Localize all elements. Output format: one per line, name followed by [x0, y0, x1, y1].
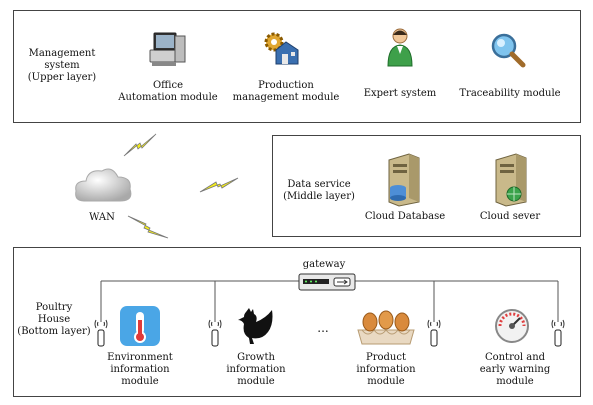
- gateway-device-icon: [298, 272, 356, 292]
- wan-label: WAN: [89, 212, 115, 223]
- middle-layer-box: [272, 135, 581, 237]
- environment-info-label: Environment information module: [107, 352, 173, 387]
- lightning-icon-upper: [122, 132, 158, 158]
- thermometer-icon: [120, 306, 160, 346]
- bottom-layer-label: Poultry House (Bottom layer): [17, 302, 91, 337]
- expert-person-icon: [385, 26, 415, 68]
- computer-icon: [148, 28, 188, 68]
- upper-layer-box: [13, 10, 581, 123]
- traceability-label: Traceability module: [459, 88, 561, 99]
- lightning-icon-middle: [198, 176, 240, 194]
- cloud-server-label: Cloud sever: [479, 211, 541, 222]
- antenna-icon: [551, 318, 565, 348]
- office-automation-label: Office Automation module: [118, 80, 218, 103]
- bottom-layer-box: [13, 247, 581, 397]
- magnifier-icon: [490, 32, 526, 68]
- gauge-icon: [494, 308, 530, 344]
- antenna-icon: [427, 318, 441, 348]
- cloud-database-label: Cloud Database: [364, 211, 446, 222]
- eggs-icon: [356, 304, 416, 346]
- lightning-icon-lower: [126, 214, 170, 240]
- chicken-icon: [236, 306, 276, 346]
- upper-layer-label: Management system (Upper layer): [27, 48, 97, 83]
- middle-layer-label: Data service (Middle layer): [283, 179, 355, 202]
- product-info-label: Product information module: [356, 352, 416, 387]
- database-server-icon: [383, 152, 423, 207]
- web-server-icon: [490, 152, 530, 207]
- gateway-label: gateway: [302, 259, 346, 270]
- antenna-icon: [208, 318, 222, 348]
- ellipsis: ...: [317, 321, 329, 335]
- factory-gear-icon: [262, 30, 302, 66]
- production-management-label: Production management module: [232, 80, 340, 103]
- cloud-icon: [72, 165, 134, 207]
- antenna-icon: [94, 318, 108, 348]
- control-warning-label: Control and early warning module: [479, 352, 551, 387]
- growth-info-label: Growth information module: [226, 352, 286, 387]
- expert-system-label: Expert system: [363, 88, 437, 99]
